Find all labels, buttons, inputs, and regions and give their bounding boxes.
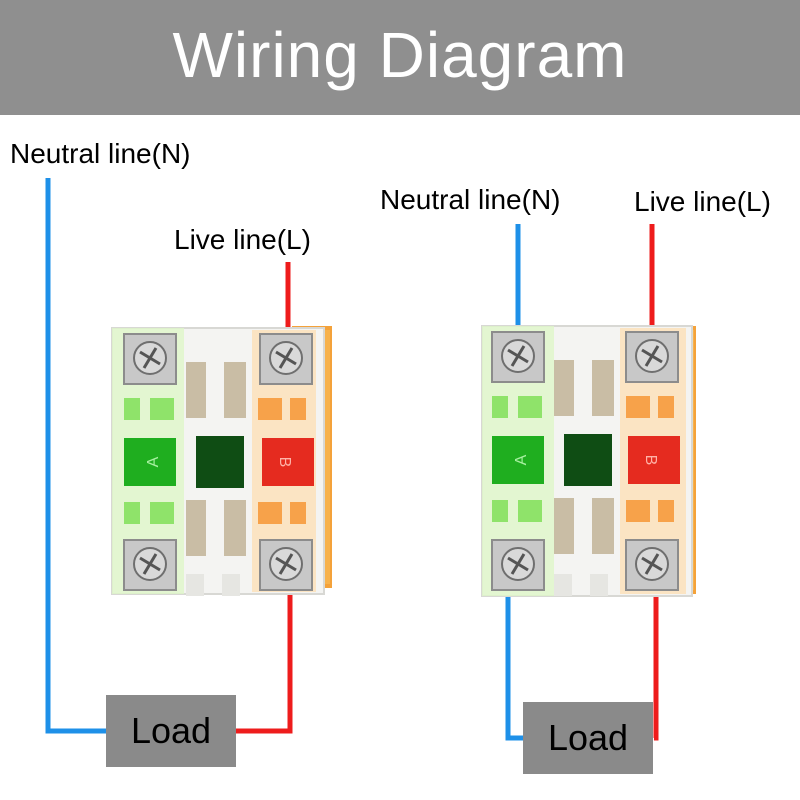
diagram-1-screw-bottom-right: [259, 539, 313, 591]
diagram-1-contact-b: [262, 438, 314, 486]
diagram-2-screw-top-left: [491, 331, 545, 383]
diagram-1-load-label: Load: [130, 710, 212, 751]
diagram-1-load-box: Load: [106, 695, 236, 767]
diagram-1-contact-a: [124, 438, 176, 486]
diagram-2-neutral-label: Neutral line(N): [380, 184, 561, 215]
diagram-2-screw-top-right: [625, 331, 679, 383]
diagram-2-live-bottom-wire: [653, 586, 659, 741]
diagram-1-contact-b-label: B: [276, 457, 293, 468]
diagram-1-screw-top-right: [259, 333, 313, 385]
diagram-1-contact-a-label: A: [145, 456, 162, 467]
diagram-2-screw-bottom-right: [625, 539, 679, 591]
diagram-1-screw-bottom-left: [123, 539, 177, 591]
diagram-2-switch-block: [481, 325, 696, 597]
diagram-2-wires: [505, 224, 659, 741]
title-banner: Wiring Diagram: [0, 0, 800, 115]
diagram-2-contact-a-label: A: [513, 454, 530, 465]
diagram-2-load-label: Load: [547, 717, 629, 758]
diagram-2-load-box: Load: [523, 702, 653, 774]
diagram-1-neutral-label: Neutral line(N): [10, 138, 191, 169]
diagram-2-neutral-bottom-wire: [505, 586, 524, 741]
diagram-2-contact-b-label: B: [642, 455, 659, 466]
diagram-2-live-label: Live line(L): [634, 186, 771, 217]
diagram-1-switch-block: [111, 326, 332, 596]
diagram-1-live-label: Live line(L): [174, 224, 311, 255]
diagram-1-neutral-wire: [45, 178, 108, 734]
diagram-2-contact-a: [492, 436, 544, 484]
diagram-2-screw-bottom-left: [491, 539, 545, 591]
page-title: Wiring Diagram: [172, 19, 628, 91]
diagram-1-screw-top-left: [123, 333, 177, 385]
diagram-2-contact-b: [628, 436, 680, 484]
diagram-1-live-bottom-wire: [236, 590, 293, 734]
